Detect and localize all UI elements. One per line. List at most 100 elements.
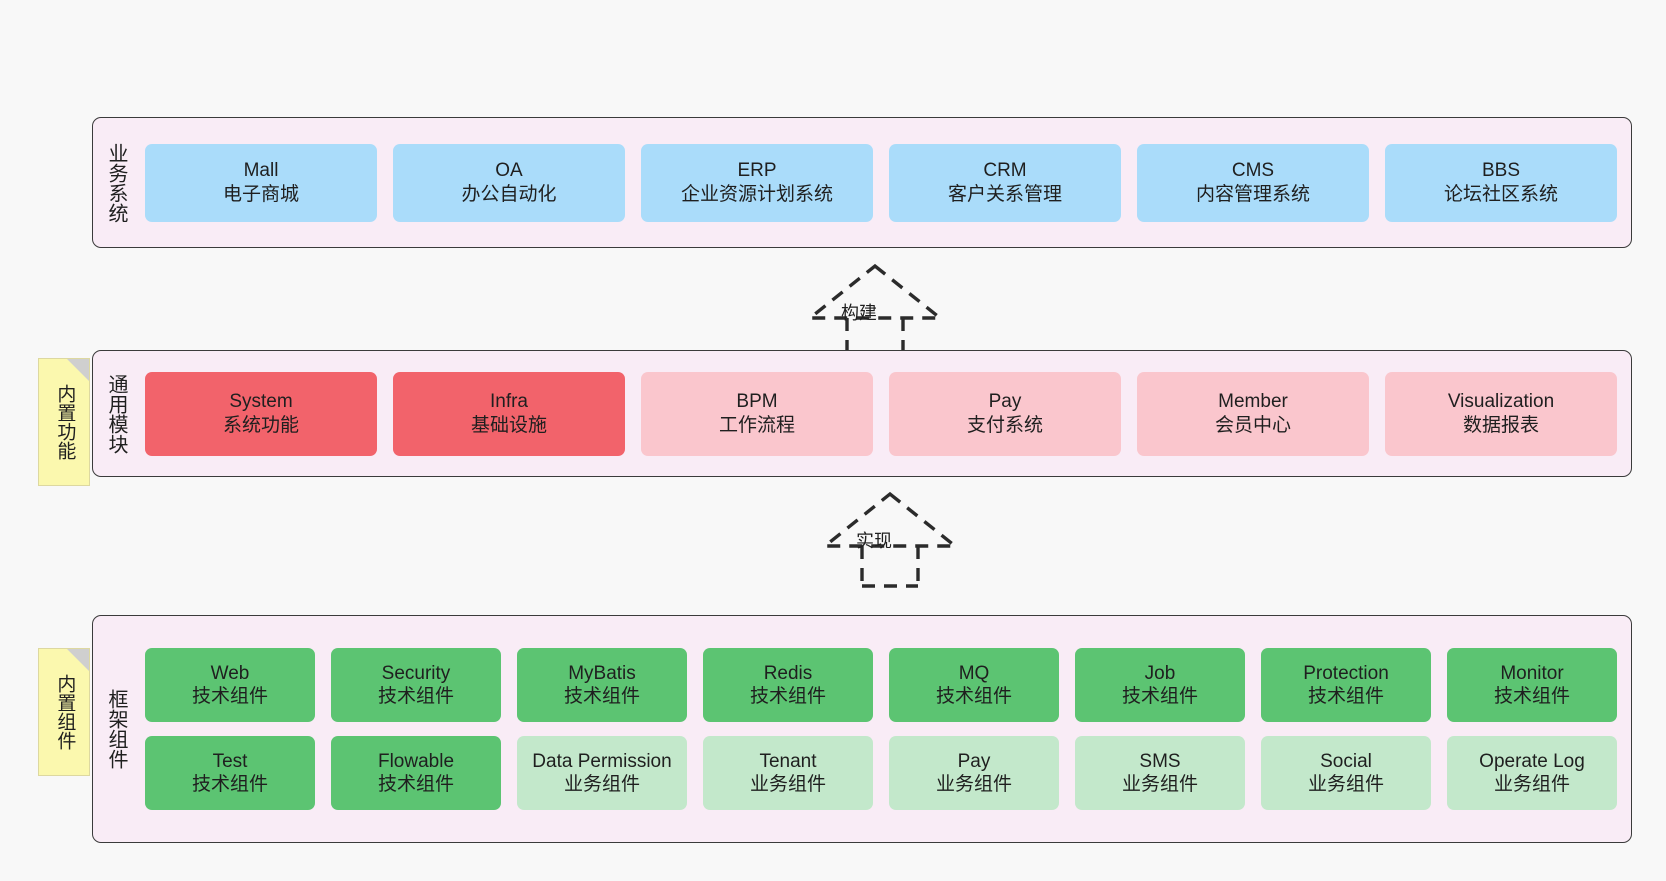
node-member-desc: 会员中心 — [1214, 414, 1291, 436]
connector-realize-label: 实现 — [856, 531, 892, 551]
node-data-permission-name: Data Permission — [532, 750, 672, 772]
node-bbs[interactable]: BBS 论坛社区系统 — [1385, 143, 1617, 222]
node-bpm[interactable]: BPM 工作流程 — [641, 371, 873, 456]
node-mall-name: Mall — [243, 160, 279, 182]
node-tenant[interactable]: Tenant 业务组件 — [703, 736, 873, 810]
layer-common-modules: 通用模块 System 系统功能 Infra 基础设施 BPM 工作流程 Pay… — [92, 350, 1632, 477]
node-infra[interactable]: Infra 基础设施 — [393, 371, 625, 456]
node-mall[interactable]: Mall 电子商城 — [145, 143, 377, 222]
node-flowable-name: Flowable — [377, 750, 455, 772]
layer-framework-components-title: 框架组件 — [105, 689, 127, 769]
node-pay-component-desc: 业务组件 — [935, 774, 1012, 795]
node-infra-desc: 基础设施 — [470, 414, 547, 436]
node-oa[interactable]: OA 办公自动化 — [393, 143, 625, 222]
layer-business-system-row: Mall 电子商城 OA 办公自动化 ERP 企业资源计划系统 CRM 客户关系… — [145, 143, 1617, 222]
node-protection-desc: 技术组件 — [1307, 686, 1384, 707]
node-crm-name: CRM — [983, 160, 1027, 182]
node-cms[interactable]: CMS 内容管理系统 — [1137, 143, 1369, 222]
node-pay-module[interactable]: Pay 支付系统 — [889, 371, 1121, 456]
node-sms[interactable]: SMS 业务组件 — [1075, 736, 1245, 810]
node-bbs-desc: 论坛社区系统 — [1443, 183, 1558, 205]
node-erp-desc: 企业资源计划系统 — [680, 183, 833, 205]
node-visualization-desc: 数据报表 — [1462, 414, 1539, 436]
node-protection[interactable]: Protection 技术组件 — [1261, 648, 1431, 722]
node-monitor[interactable]: Monitor 技术组件 — [1447, 648, 1617, 722]
node-social-desc: 业务组件 — [1307, 774, 1384, 795]
node-system-desc: 系统功能 — [222, 414, 299, 436]
node-job[interactable]: Job 技术组件 — [1075, 648, 1245, 722]
node-security-desc: 技术组件 — [377, 686, 454, 707]
node-oa-name: OA — [495, 160, 523, 182]
node-system[interactable]: System 系统功能 — [145, 371, 377, 456]
note-fold-corner-icon — [67, 649, 89, 671]
node-data-permission[interactable]: Data Permission 业务组件 — [517, 736, 687, 810]
node-erp-name: ERP — [737, 160, 777, 182]
node-pay-module-desc: 支付系统 — [966, 414, 1043, 436]
node-sms-desc: 业务组件 — [1121, 774, 1198, 795]
node-redis-desc: 技术组件 — [749, 686, 826, 707]
node-operate-log-name: Operate Log — [1479, 750, 1585, 772]
node-visualization-name: Visualization — [1447, 391, 1555, 413]
node-bbs-name: BBS — [1481, 160, 1521, 182]
layer-framework-row-technical: Web 技术组件 Security 技术组件 MyBatis 技术组件 Redi… — [145, 648, 1617, 722]
node-redis[interactable]: Redis 技术组件 — [703, 648, 873, 722]
layer-business-system-title: 业务系统 — [105, 142, 127, 223]
connector-build: 构建 — [795, 262, 955, 360]
node-web[interactable]: Web 技术组件 — [145, 648, 315, 722]
node-flowable-desc: 技术组件 — [377, 774, 454, 795]
node-cms-desc: 内容管理系统 — [1195, 183, 1310, 205]
node-mybatis[interactable]: MyBatis 技术组件 — [517, 648, 687, 722]
node-operate-log-desc: 业务组件 — [1493, 774, 1570, 795]
layer-framework-row-business: Test 技术组件 Flowable 技术组件 Data Permission … — [145, 736, 1617, 810]
node-erp[interactable]: ERP 企业资源计划系统 — [641, 143, 873, 222]
node-monitor-desc: 技术组件 — [1493, 686, 1570, 707]
layer-common-modules-body: System 系统功能 Infra 基础设施 BPM 工作流程 Pay 支付系统… — [139, 351, 1631, 476]
node-protection-name: Protection — [1303, 662, 1389, 684]
node-crm[interactable]: CRM 客户关系管理 — [889, 143, 1121, 222]
node-oa-desc: 办公自动化 — [461, 183, 557, 205]
note-builtin-component-label: 内置组件 — [54, 674, 76, 750]
node-operate-log[interactable]: Operate Log 业务组件 — [1447, 736, 1617, 810]
node-member-name: Member — [1218, 391, 1288, 413]
node-bpm-name: BPM — [736, 391, 778, 413]
node-system-name: System — [229, 391, 293, 413]
node-mall-desc: 电子商城 — [222, 183, 299, 205]
node-security[interactable]: Security 技术组件 — [331, 648, 501, 722]
connector-realize-arrow — [820, 491, 960, 588]
node-tenant-desc: 业务组件 — [749, 774, 826, 795]
note-fold-corner-icon — [67, 359, 89, 381]
node-pay-module-name: Pay — [988, 391, 1022, 413]
node-infra-name: Infra — [489, 391, 529, 413]
node-data-permission-desc: 业务组件 — [563, 774, 640, 795]
node-test[interactable]: Test 技术组件 — [145, 736, 315, 810]
layer-business-system: 业务系统 Mall 电子商城 OA 办公自动化 ERP 企业资源计划系统 CRM… — [92, 117, 1632, 248]
node-tenant-name: Tenant — [759, 750, 817, 772]
node-redis-name: Redis — [763, 662, 813, 684]
node-mq-desc: 技术组件 — [935, 686, 1012, 707]
node-pay-component[interactable]: Pay 业务组件 — [889, 736, 1059, 810]
node-security-name: Security — [381, 662, 451, 684]
note-builtin-function: 内置功能 — [38, 358, 90, 486]
node-crm-desc: 客户关系管理 — [947, 183, 1062, 205]
node-pay-component-name: Pay — [957, 750, 991, 772]
node-test-desc: 技术组件 — [191, 774, 268, 795]
node-mq-name: MQ — [958, 662, 990, 684]
node-member[interactable]: Member 会员中心 — [1137, 371, 1369, 456]
note-builtin-function-label: 内置功能 — [54, 384, 76, 460]
node-flowable[interactable]: Flowable 技术组件 — [331, 736, 501, 810]
node-web-desc: 技术组件 — [191, 686, 268, 707]
layer-business-system-body: Mall 电子商城 OA 办公自动化 ERP 企业资源计划系统 CRM 客户关系… — [139, 118, 1631, 247]
connector-build-label: 构建 — [841, 303, 877, 323]
node-web-name: Web — [210, 662, 250, 684]
node-mq[interactable]: MQ 技术组件 — [889, 648, 1059, 722]
node-social[interactable]: Social 业务组件 — [1261, 736, 1431, 810]
node-cms-name: CMS — [1231, 160, 1275, 182]
node-sms-name: SMS — [1139, 750, 1181, 772]
node-bpm-desc: 工作流程 — [718, 414, 795, 436]
node-visualization[interactable]: Visualization 数据报表 — [1385, 371, 1617, 456]
note-builtin-component: 内置组件 — [38, 648, 90, 776]
node-monitor-name: Monitor — [1500, 662, 1564, 684]
node-job-name: Job — [1144, 662, 1176, 684]
node-social-name: Social — [1320, 750, 1372, 772]
